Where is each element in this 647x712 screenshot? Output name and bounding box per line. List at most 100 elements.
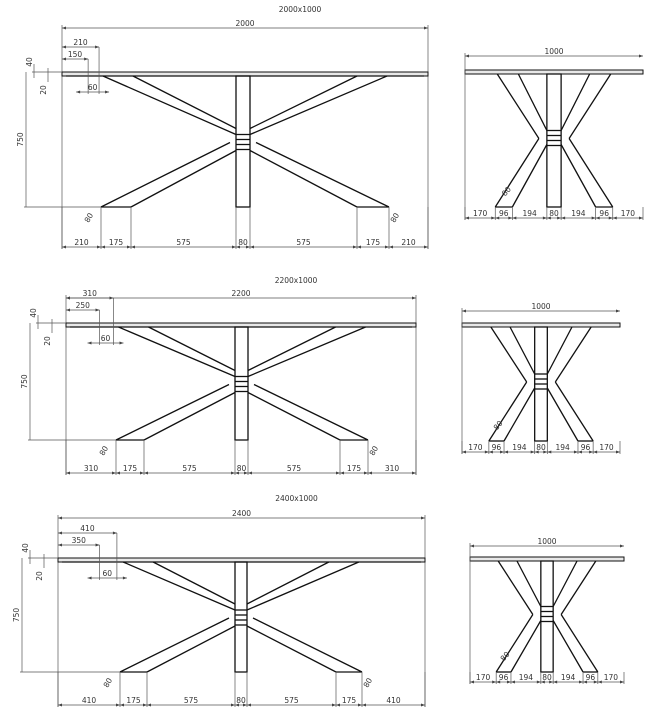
center-column: [235, 75, 251, 208]
arrowhead-icon: [504, 450, 509, 454]
arrowhead-icon: [357, 245, 361, 249]
arrowhead-icon: [340, 471, 344, 475]
arrowhead-icon: [62, 45, 66, 49]
arrowhead-icon: [362, 703, 366, 707]
arrowhead-icon: [421, 516, 425, 520]
end-leg: [554, 381, 594, 442]
end-leg: [510, 620, 542, 673]
end-bottom-dim-label: 194: [519, 673, 534, 682]
arrowhead-icon: [557, 216, 562, 220]
arrowhead-icon: [412, 471, 416, 475]
end-leg: [560, 614, 599, 673]
bottom-dim-label: 575: [176, 238, 191, 247]
bottom-dim-label: 175: [126, 696, 141, 705]
bottom-dim-label: 575: [182, 464, 197, 473]
top-offset-inset-label: 60: [102, 569, 112, 578]
leg-upper-right: [249, 75, 358, 130]
arrowhead-icon: [232, 245, 236, 249]
arrowhead-icon: [421, 703, 425, 707]
arrowhead-icon: [385, 245, 389, 249]
end-leg: [516, 560, 542, 607]
end-bottom-dim-label: 96: [492, 443, 502, 452]
arrowhead-icon: [97, 245, 101, 249]
length-dim-label: 2000: [235, 19, 254, 28]
end-bottom-dim-label: 80: [542, 673, 552, 682]
arrowhead-icon: [543, 450, 548, 454]
arrowhead-icon: [608, 216, 613, 220]
arrowhead-icon: [616, 309, 620, 313]
leg-upper-left: [132, 75, 237, 130]
arrowhead-icon: [639, 54, 643, 58]
leg-upper-right: [246, 561, 360, 611]
arrowhead-icon: [66, 296, 70, 300]
end-bottom-dim-label: 170: [473, 209, 488, 218]
leg-lower-right: [253, 383, 369, 441]
bottom-dim-label: 575: [184, 696, 199, 705]
arrowhead-icon: [492, 680, 497, 684]
arrowhead-icon: [358, 703, 362, 707]
end-leg: [497, 560, 534, 615]
arrowhead-icon: [95, 543, 100, 547]
arrowhead-icon: [573, 450, 578, 454]
center-column: [234, 561, 248, 673]
drawing-title: 2200x1000: [275, 276, 318, 285]
arrowhead-icon: [553, 680, 558, 684]
arrowhead-icon: [597, 680, 602, 684]
center-column: [234, 326, 249, 441]
arrowhead-icon: [127, 245, 131, 249]
foot-width-label-left: 80: [98, 444, 111, 457]
top-offset-outer-label: 210: [73, 38, 88, 47]
arrowhead-icon: [368, 471, 372, 475]
arrowhead-icon: [546, 216, 551, 220]
bottom-dim-label: 310: [84, 464, 99, 473]
bottom-dim-label: 80: [238, 238, 248, 247]
arrowhead-icon: [336, 471, 340, 475]
arrowhead-icon: [465, 54, 469, 58]
bottom-dim-label: 175: [342, 696, 357, 705]
end-leg: [546, 326, 573, 375]
arrowhead-icon: [248, 471, 252, 475]
end-leg: [495, 614, 534, 673]
arrowhead-icon: [496, 680, 501, 684]
leg-upper-left: [102, 75, 237, 136]
end-bottom-dim-label: 96: [599, 209, 609, 218]
arrowhead-icon: [147, 703, 151, 707]
arrowhead-icon: [495, 216, 500, 220]
arrowhead-icon: [122, 576, 127, 580]
bottom-dim-label: 80: [237, 464, 247, 473]
arrowhead-icon: [534, 450, 539, 454]
arrowhead-icon: [144, 471, 148, 475]
arrowhead-icon: [116, 471, 120, 475]
arrowhead-icon: [247, 703, 251, 707]
arrowhead-icon: [112, 471, 116, 475]
leg-lower-right: [247, 391, 341, 441]
end-bottom-dim-label: 194: [571, 209, 586, 218]
top-offset-outer-label: 410: [80, 524, 95, 533]
end-leg: [511, 144, 548, 208]
arrowhead-icon: [84, 57, 89, 61]
arrowhead-icon: [231, 703, 235, 707]
arrowhead-icon: [58, 516, 62, 520]
bottom-dim-label: 175: [123, 464, 138, 473]
leg-upper-right: [249, 75, 388, 136]
arrowhead-icon: [589, 450, 594, 454]
arrowhead-icon: [250, 245, 254, 249]
end-leg: [509, 326, 536, 375]
arrowhead-icon: [542, 216, 547, 220]
arrowhead-icon: [616, 450, 620, 454]
arrowhead-icon: [593, 680, 598, 684]
top-offset-inset-label: 60: [101, 334, 111, 343]
bottom-dim-label: 310: [385, 464, 400, 473]
end-leg: [560, 144, 597, 208]
end-bottom-dim-label: 80: [536, 443, 546, 452]
top-offset-inner-label: 350: [72, 536, 87, 545]
arrowhead-icon: [62, 57, 66, 61]
bottom-dim-label: 575: [296, 238, 311, 247]
arrowhead-icon: [364, 471, 368, 475]
top-offset-inset-label: 60: [88, 83, 98, 92]
arrowhead-icon: [112, 531, 117, 535]
